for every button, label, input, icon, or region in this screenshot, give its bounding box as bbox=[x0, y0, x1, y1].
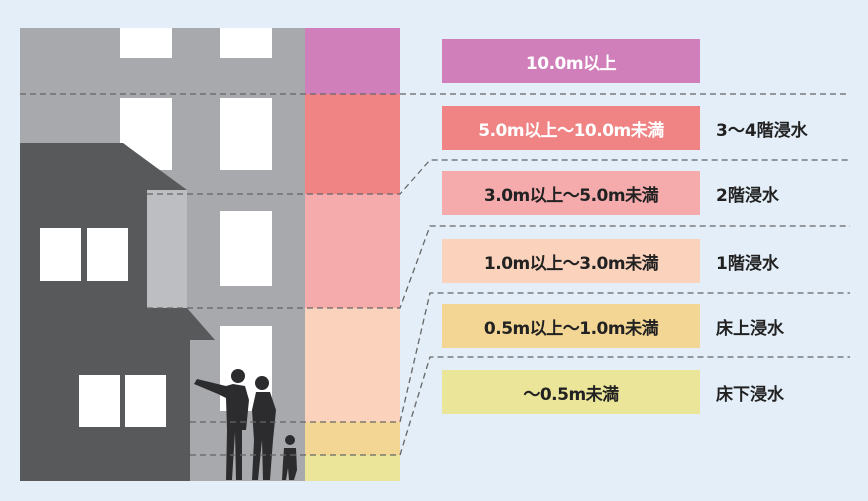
level-box-5-10m: 5.0m以上〜10.0m未満 bbox=[442, 106, 700, 150]
depth-band-5-10m bbox=[305, 94, 400, 194]
depth-guide-lines bbox=[20, 93, 850, 456]
level-box-under-05m: 〜0.5m未満 bbox=[442, 370, 700, 414]
level-box-3-5m: 3.0m以上〜5.0m未満 bbox=[442, 171, 700, 215]
level-box-1-3m: 1.0m以上〜3.0m未満 bbox=[442, 239, 700, 283]
family-silhouette-icon bbox=[194, 369, 297, 480]
level-desc-05-1m: 床上浸水 bbox=[716, 318, 784, 339]
depth-band-3-5m bbox=[305, 194, 400, 308]
level-desc-5-10m: 3〜4階浸水 bbox=[716, 120, 808, 141]
level-desc-3-5m: 2階浸水 bbox=[716, 185, 779, 206]
depth-band-10m-plus bbox=[305, 28, 400, 94]
house-icon bbox=[20, 143, 215, 481]
level-box-05-1m: 0.5m以上〜1.0m未満 bbox=[442, 304, 700, 348]
depth-color-bar bbox=[305, 28, 400, 481]
level-box-10m-plus: 10.0m以上 bbox=[442, 39, 700, 83]
depth-band-05-1m bbox=[305, 422, 400, 455]
depth-band-1-3m bbox=[305, 308, 400, 422]
level-desc-1-3m: 1階浸水 bbox=[716, 253, 779, 274]
level-desc-under-05m: 床下浸水 bbox=[716, 384, 784, 405]
depth-band-under-05m bbox=[305, 455, 400, 481]
